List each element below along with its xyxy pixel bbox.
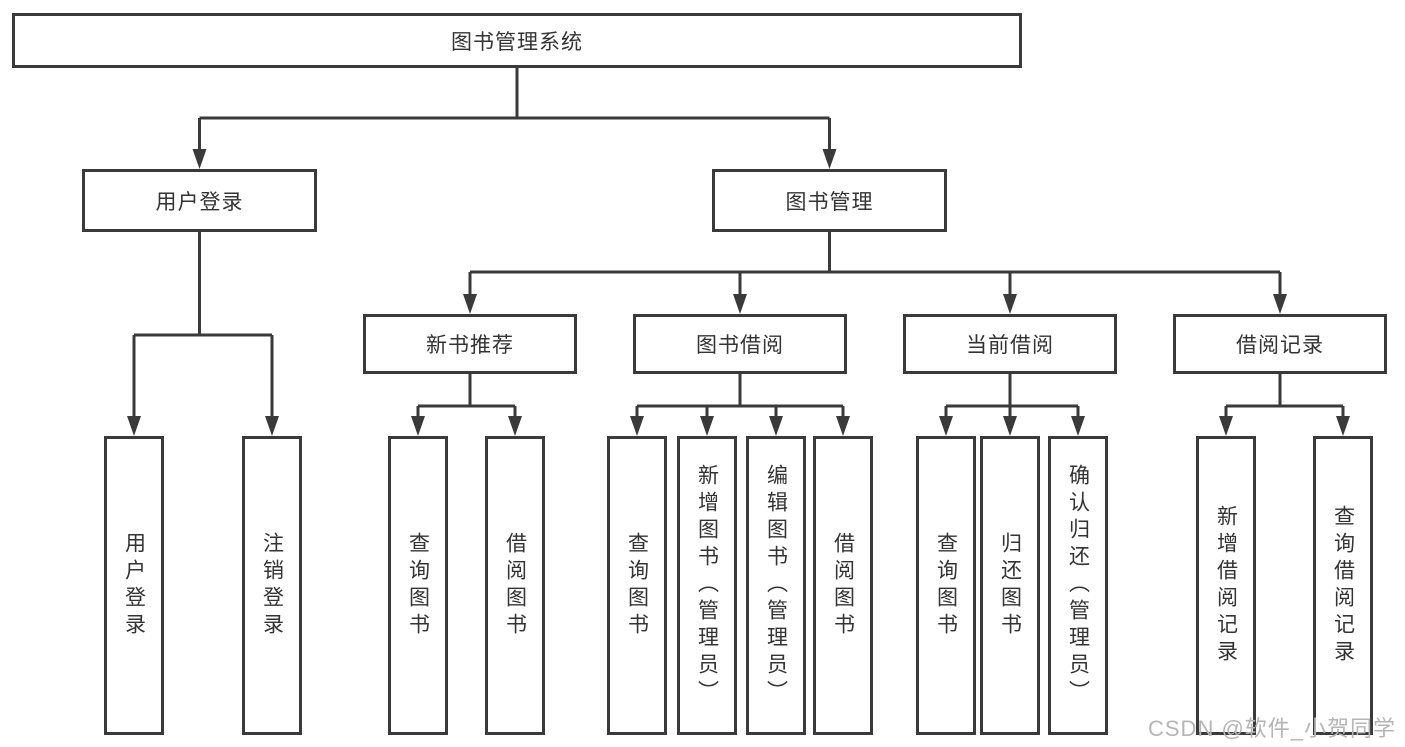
node-library-management-system: 图书管理系统 bbox=[12, 13, 1022, 68]
leaf-query-books: 查询图书 bbox=[388, 436, 448, 735]
node-borrow-records: 借阅记录 bbox=[1173, 314, 1387, 374]
node-label: 图书管理系统 bbox=[451, 30, 583, 54]
node-label: 用户登录 bbox=[155, 190, 244, 214]
leaf-query-books: 查询图书 bbox=[916, 436, 976, 735]
leaf-label: 查询图书 bbox=[625, 531, 649, 640]
leaf-label: 新增借阅记录 bbox=[1214, 504, 1238, 667]
leaf-borrow-books: 借阅图书 bbox=[485, 436, 545, 735]
node-current-borrowing: 当前借阅 bbox=[903, 314, 1117, 374]
leaf-add-borrow-record: 新增借阅记录 bbox=[1196, 436, 1256, 735]
csdn-watermark: CSDN @软件_小贺同学 bbox=[1148, 716, 1397, 741]
leaf-label: 查询图书 bbox=[934, 531, 958, 640]
node-book-borrowing: 图书借阅 bbox=[633, 314, 847, 374]
leaf-label: 查询图书 bbox=[406, 531, 430, 640]
leaf-label: 新增图书（管理员） bbox=[695, 464, 719, 707]
leaf-label: 用户登录 bbox=[122, 531, 146, 640]
node-label: 当前借阅 bbox=[966, 334, 1054, 357]
node-new-book-recommend: 新书推荐 bbox=[363, 314, 577, 374]
leaf-logout: 注销登录 bbox=[242, 436, 302, 735]
node-label: 新书推荐 bbox=[426, 334, 514, 357]
leaf-query-borrow-record: 查询借阅记录 bbox=[1313, 436, 1373, 735]
node-label: 图书借阅 bbox=[696, 334, 784, 357]
leaf-label: 查询借阅记录 bbox=[1331, 504, 1355, 667]
node-label: 图书管理 bbox=[785, 190, 874, 214]
leaf-label: 编辑图书（管理员） bbox=[764, 464, 788, 707]
leaf-label: 归还图书 bbox=[998, 531, 1022, 640]
node-book-management: 图书管理 bbox=[712, 169, 947, 232]
node-label: 借阅记录 bbox=[1236, 334, 1324, 357]
leaf-return-books: 归还图书 bbox=[980, 436, 1040, 735]
leaf-label: 确认归还（管理员） bbox=[1066, 464, 1090, 707]
leaf-label: 借阅图书 bbox=[831, 531, 855, 640]
leaf-confirm-return-admin: 确认归还（管理员） bbox=[1048, 436, 1108, 735]
leaf-borrow-books: 借阅图书 bbox=[813, 436, 873, 735]
leaf-label: 借阅图书 bbox=[503, 531, 527, 640]
leaf-add-book-admin: 新增图书（管理员） bbox=[677, 436, 737, 735]
leaf-query-books: 查询图书 bbox=[607, 436, 667, 735]
leaf-edit-book-admin: 编辑图书（管理员） bbox=[746, 436, 806, 735]
leaf-user-login: 用户登录 bbox=[104, 436, 164, 735]
leaf-label: 注销登录 bbox=[260, 531, 284, 640]
node-user-login-group: 用户登录 bbox=[82, 169, 317, 232]
